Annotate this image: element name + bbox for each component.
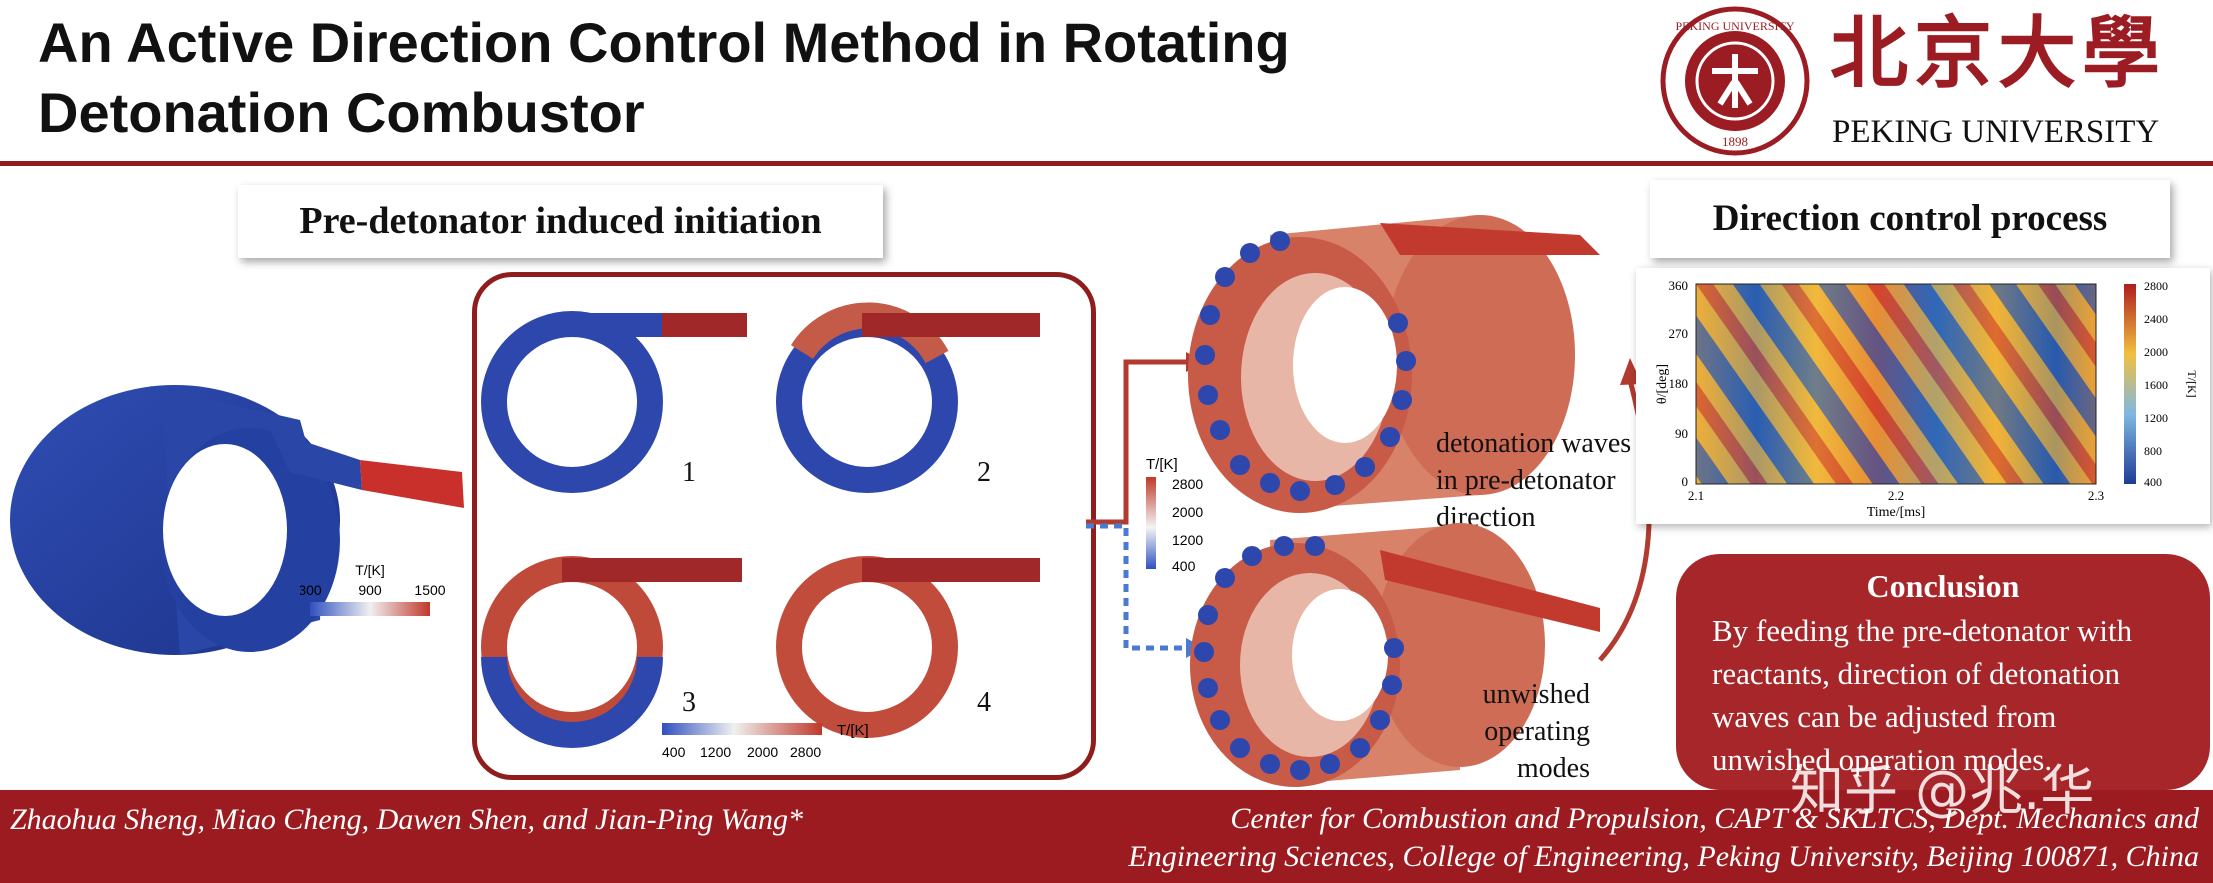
middle-colorbar-title: T/[K] bbox=[1146, 456, 1178, 473]
y-axis-label: θ/[deg] bbox=[1655, 364, 1670, 404]
colorbar-tick: 400 bbox=[2144, 475, 2162, 489]
poster-title: An Active Direction Control Method in Ro… bbox=[38, 8, 1638, 148]
conclusion-line: reactants, direction of detonation bbox=[1712, 656, 2121, 691]
frame-number: 3 bbox=[682, 687, 696, 718]
frames-colorbar: T/[K] 400 1200 2000 2800 bbox=[662, 723, 869, 760]
conclusion-box: Conclusion By feeding the pre-detonator … bbox=[1676, 554, 2210, 790]
x-tick-label: 2.1 bbox=[1688, 488, 1704, 503]
middle-colorbar-tick: 2000 bbox=[1172, 504, 1203, 520]
title-line-2: Detonation Combustor bbox=[38, 81, 645, 144]
conclusion-body: By feeding the pre-detonator with reacta… bbox=[1676, 605, 2210, 781]
university-name-cn: 北京大學 bbox=[1830, 8, 2167, 99]
affiliation-line: Engineering Sciences, College of Enginee… bbox=[1128, 840, 2199, 873]
left-colorbar-tick: 300 bbox=[300, 582, 322, 598]
box-title-direction-control: Direction control process bbox=[1650, 180, 2170, 258]
middle-colorbar: T/[K] 2800 2000 1200 400 bbox=[1146, 456, 1203, 574]
conclusion-line: By feeding the pre-detonator with bbox=[1712, 613, 2133, 648]
y-tick-label: 270 bbox=[1669, 326, 1689, 341]
left-colorbar: T/[K] 300 900 1500 bbox=[300, 562, 446, 616]
frames-colorbar-tick: 2000 bbox=[747, 744, 778, 760]
header-divider bbox=[0, 161, 2213, 166]
colorbar-tick: 2000 bbox=[2144, 345, 2168, 359]
title-line-1: An Active Direction Control Method in Ro… bbox=[38, 11, 1290, 74]
combustor-3d-unwished-mode bbox=[1190, 523, 1600, 787]
colorbar-tick: 2400 bbox=[2144, 312, 2168, 326]
x-axis-label: Time/[ms] bbox=[1867, 505, 1926, 520]
colorbar-tick: 800 bbox=[2144, 444, 2162, 458]
y-tick-label: 0 bbox=[1682, 474, 1689, 489]
initiation-frames-panel: 1 2 3 4 T/[K] 400 1200 2000 2800 bbox=[472, 272, 1096, 780]
initiation-frames-svg bbox=[481, 302, 1040, 748]
y-tick-label: 90 bbox=[1675, 426, 1688, 441]
colorbar-tick: 1600 bbox=[2144, 378, 2168, 392]
label-unwished-modes: unwished operating modes bbox=[1468, 676, 1590, 787]
direction-control-chart: 360 270 180 90 0 2.1 2.2 2.3 Time/[ms] θ… bbox=[1636, 268, 2210, 524]
frames-colorbar-tick: 1200 bbox=[700, 744, 731, 760]
conclusion-heading: Conclusion bbox=[1866, 568, 2020, 604]
seal-text: PEKING UNIVERSITY bbox=[1676, 19, 1795, 33]
x-tick-label: 2.3 bbox=[2088, 488, 2104, 503]
university-name-en: PEKING UNIVERSITY bbox=[1832, 114, 2160, 150]
colorbar-label: T/[K] bbox=[2185, 370, 2199, 397]
label-line: detonation waves bbox=[1436, 428, 1632, 459]
x-tick-label: 2.2 bbox=[1888, 488, 1904, 503]
footer-bar bbox=[0, 790, 2213, 883]
middle-colorbar-tick: 1200 bbox=[1172, 532, 1203, 548]
affiliation-line: Center for Combustion and Propulsion, CA… bbox=[1230, 802, 2199, 835]
y-tick-label: 360 bbox=[1669, 278, 1689, 293]
label-line: in pre-detonator bbox=[1436, 465, 1616, 496]
zhihu-watermark: 知乎 @兆.华 bbox=[1790, 759, 2095, 822]
colorbar-tick: 2800 bbox=[2144, 279, 2168, 293]
heatmap-svg: 360 270 180 90 0 2.1 2.2 2.3 Time/[ms] θ… bbox=[1655, 278, 2199, 520]
frame-number: 4 bbox=[977, 687, 991, 718]
colorbar-tick: 1200 bbox=[2144, 411, 2168, 425]
frame-number: 1 bbox=[682, 457, 696, 488]
conclusion-line: waves can be adjusted from bbox=[1712, 699, 2057, 734]
pku-seal-logo: PEKING UNIVERSITY 1898 bbox=[1660, 6, 1810, 156]
label-line: modes bbox=[1516, 753, 1590, 784]
label-line: unwished bbox=[1482, 679, 1590, 710]
left-colorbar-tick: 900 bbox=[358, 582, 382, 598]
conclusion-line: unwished operation modes. bbox=[1712, 742, 2053, 777]
inlet-holes bbox=[1194, 536, 1404, 780]
y-tick-label: 180 bbox=[1669, 376, 1689, 391]
inlet-holes bbox=[1195, 231, 1416, 501]
combustor-3d-cold bbox=[10, 385, 464, 655]
left-colorbar-title: T/[K] bbox=[355, 562, 385, 578]
frame-number: 2 bbox=[977, 457, 991, 488]
footer-authors: Zhaohua Sheng, Miao Cheng, Dawen Shen, a… bbox=[10, 803, 803, 836]
frames-colorbar-title: T/[K] bbox=[837, 723, 869, 739]
frames-colorbar-tick: 2800 bbox=[790, 744, 821, 760]
left-colorbar-tick: 1500 bbox=[414, 582, 445, 598]
middle-colorbar-tick: 2800 bbox=[1172, 476, 1203, 492]
frames-colorbar-tick: 400 bbox=[662, 744, 686, 760]
box-title-initiation: Pre-detonator induced initiation bbox=[238, 185, 883, 258]
seal-year: 1898 bbox=[1722, 134, 1748, 149]
combustor-3d-target-direction bbox=[1188, 215, 1600, 513]
middle-colorbar-tick: 400 bbox=[1172, 558, 1196, 574]
label-line: operating bbox=[1484, 716, 1590, 747]
heatmap-colorbar bbox=[2124, 284, 2136, 484]
footer-affiliation: Center for Combustion and Propulsion, CA… bbox=[1128, 800, 2199, 876]
